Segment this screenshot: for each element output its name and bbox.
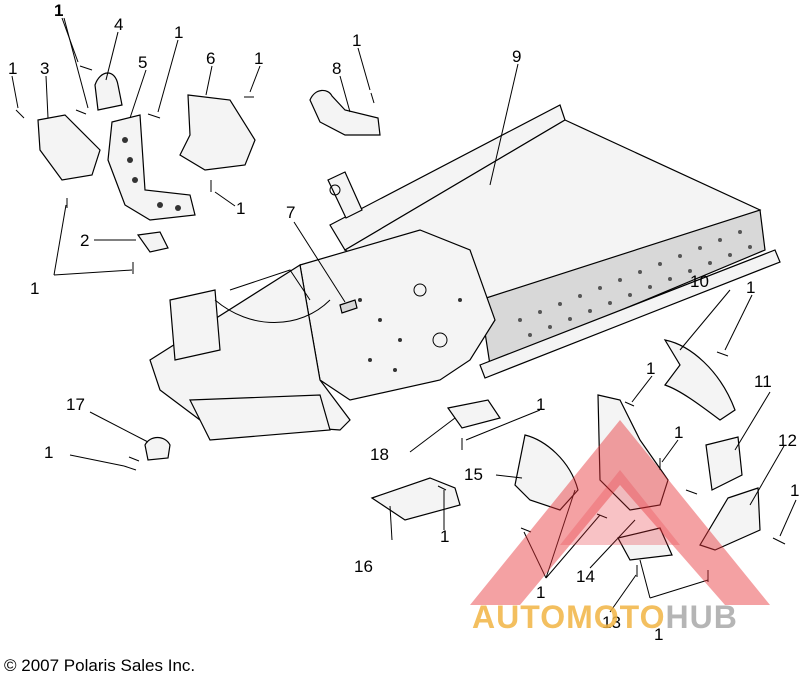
watermark-text-automoto: AUTOMOTOHUB	[472, 599, 738, 635]
callout-1: 1	[790, 481, 799, 500]
callout-18: 18	[370, 445, 389, 464]
callout-1: 1	[44, 443, 53, 462]
watermark-triangle-logo	[470, 420, 770, 605]
callout-6: 6	[206, 49, 215, 68]
callout-1: 1	[654, 625, 663, 644]
callout-1: 1	[174, 23, 183, 42]
callout-11: 11	[754, 372, 772, 391]
callout-1: 1	[646, 359, 655, 378]
part-3-bracket	[37, 114, 101, 181]
watermark-inner-triangle	[560, 470, 680, 545]
part-14-bracket	[597, 394, 673, 561]
callout-14: 14	[576, 567, 595, 586]
part-4-clip	[94, 72, 123, 111]
callout-5: 5	[138, 53, 147, 72]
callout-1: 1	[30, 279, 39, 298]
callout-1: 1	[536, 395, 545, 414]
part-16-plate	[370, 477, 461, 521]
part-2-clip	[136, 231, 169, 253]
callout-labels: 1 1 3 4 5 1 6 1 1 8 9 1 2 7 1 10 1 1 11 …	[8, 1, 799, 644]
callout-7: 7	[286, 203, 295, 222]
callout-1: 1	[254, 49, 263, 68]
callout-1: 1	[352, 31, 361, 50]
callout-3: 3	[40, 59, 49, 78]
callout-1: 1	[440, 527, 449, 546]
part-12-bracket	[699, 487, 761, 551]
part-6-bracket	[179, 94, 256, 171]
callout-1: 1	[54, 1, 63, 20]
callout-1: 1	[236, 199, 245, 218]
part-11-plate	[705, 436, 743, 491]
callout-1: 1	[674, 423, 683, 442]
callout-9: 9	[512, 47, 521, 66]
callout-17: 17	[66, 395, 85, 414]
part-15-guard	[514, 434, 579, 511]
callout-13: 13	[602, 613, 621, 632]
part-17-clamp	[144, 436, 171, 461]
tunnel-frame	[149, 104, 781, 441]
copyright-notice: © 2007 Polaris Sales Inc.	[4, 656, 196, 675]
callout-2: 2	[80, 231, 89, 250]
callout-12: 12	[778, 431, 797, 450]
automotohub-watermark: AUTOMOTOHUB	[470, 420, 770, 635]
part-18-shield	[446, 399, 501, 429]
callout-16: 16	[354, 557, 373, 576]
callout-4: 4	[114, 15, 123, 34]
part-5-plate	[107, 114, 196, 221]
callout-15: 15	[464, 465, 483, 484]
part-7-pin	[339, 299, 358, 314]
callout-8: 8	[332, 59, 341, 78]
leader-lines	[11, 17, 797, 613]
callout-1: 1	[8, 59, 17, 78]
callout-1: 1	[536, 583, 545, 602]
fasteners	[15, 65, 786, 582]
callout-10: 10	[690, 272, 709, 291]
part-8-mount	[309, 89, 381, 136]
part-10-cover	[663, 339, 736, 421]
callout-1: 1	[746, 278, 755, 297]
